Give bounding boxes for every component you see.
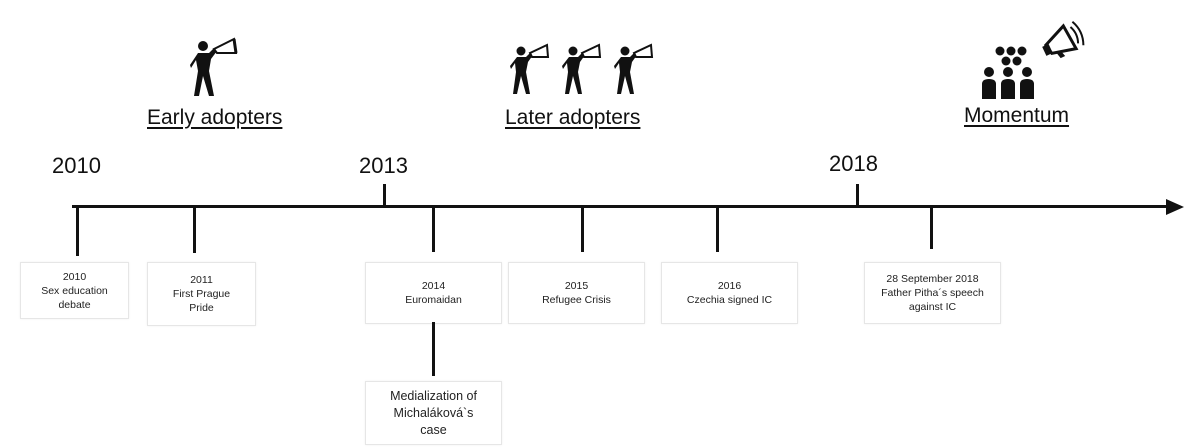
event-box: 2016 Czechia signed IC [661,262,798,324]
sub-event-text: case [420,422,447,437]
event-tick-2014 [432,206,435,252]
event-tick-2011 [193,206,196,253]
year-label-2013: 2013 [359,153,408,178]
event-text: Sex education [41,284,108,297]
event-text: Father Pitha´s speech [881,287,984,299]
event-year: 2011 [190,274,213,286]
event-box: 2010 Sex education debate [20,262,129,319]
event-text: debate [58,298,91,311]
year-label-2010: 2010 [52,153,101,178]
event-box: 28 September 2018 Father Pitha´s speech … [864,262,1001,324]
event-year: 2014 [421,280,446,292]
event-text: Refugee Crisis [542,294,611,306]
event-box: 2014 Euromaidan [365,262,502,324]
event-box: 2015 Refugee Crisis [508,262,645,324]
phase-label-early-adopters: Early adopters [147,106,283,129]
timeline-arrowhead [1166,199,1184,215]
event-text: First Prague [172,288,231,300]
sub-event-connector [432,322,435,376]
crowd-megaphone-icon [982,20,1085,99]
event-year: 2016 [717,280,742,292]
event-tick-2016 [716,206,719,252]
year-tick-2013 [383,184,386,206]
phase-label-later-adopters: Later adopters [505,106,641,129]
event-text: Pride [189,302,214,314]
event-box: 2011 First Prague Pride [147,262,256,326]
sub-event-text: Medialization of [390,388,477,403]
sub-event-text: Michaláková`s [393,405,474,420]
megaphone-person-icon [190,37,238,96]
year-label-2018: 2018 [829,151,878,176]
sub-event-box: Medialization of Michaláková`s case [365,381,502,445]
three-megaphone-people-icon [510,43,654,94]
event-text: Czechia signed IC [686,294,773,306]
event-tick-2018 [930,206,933,249]
event-year: 2015 [564,280,589,292]
event-tick-2015 [581,206,584,252]
event-year: 28 September 2018 [886,273,979,285]
event-text: against IC [908,301,957,313]
event-text: Euromaidan [405,294,462,306]
event-year: 2010 [62,270,87,283]
event-tick-2010 [76,206,79,256]
year-tick-2018 [856,184,859,206]
timeline-axis [72,205,1170,208]
phase-label-momentum: Momentum [964,104,1070,127]
